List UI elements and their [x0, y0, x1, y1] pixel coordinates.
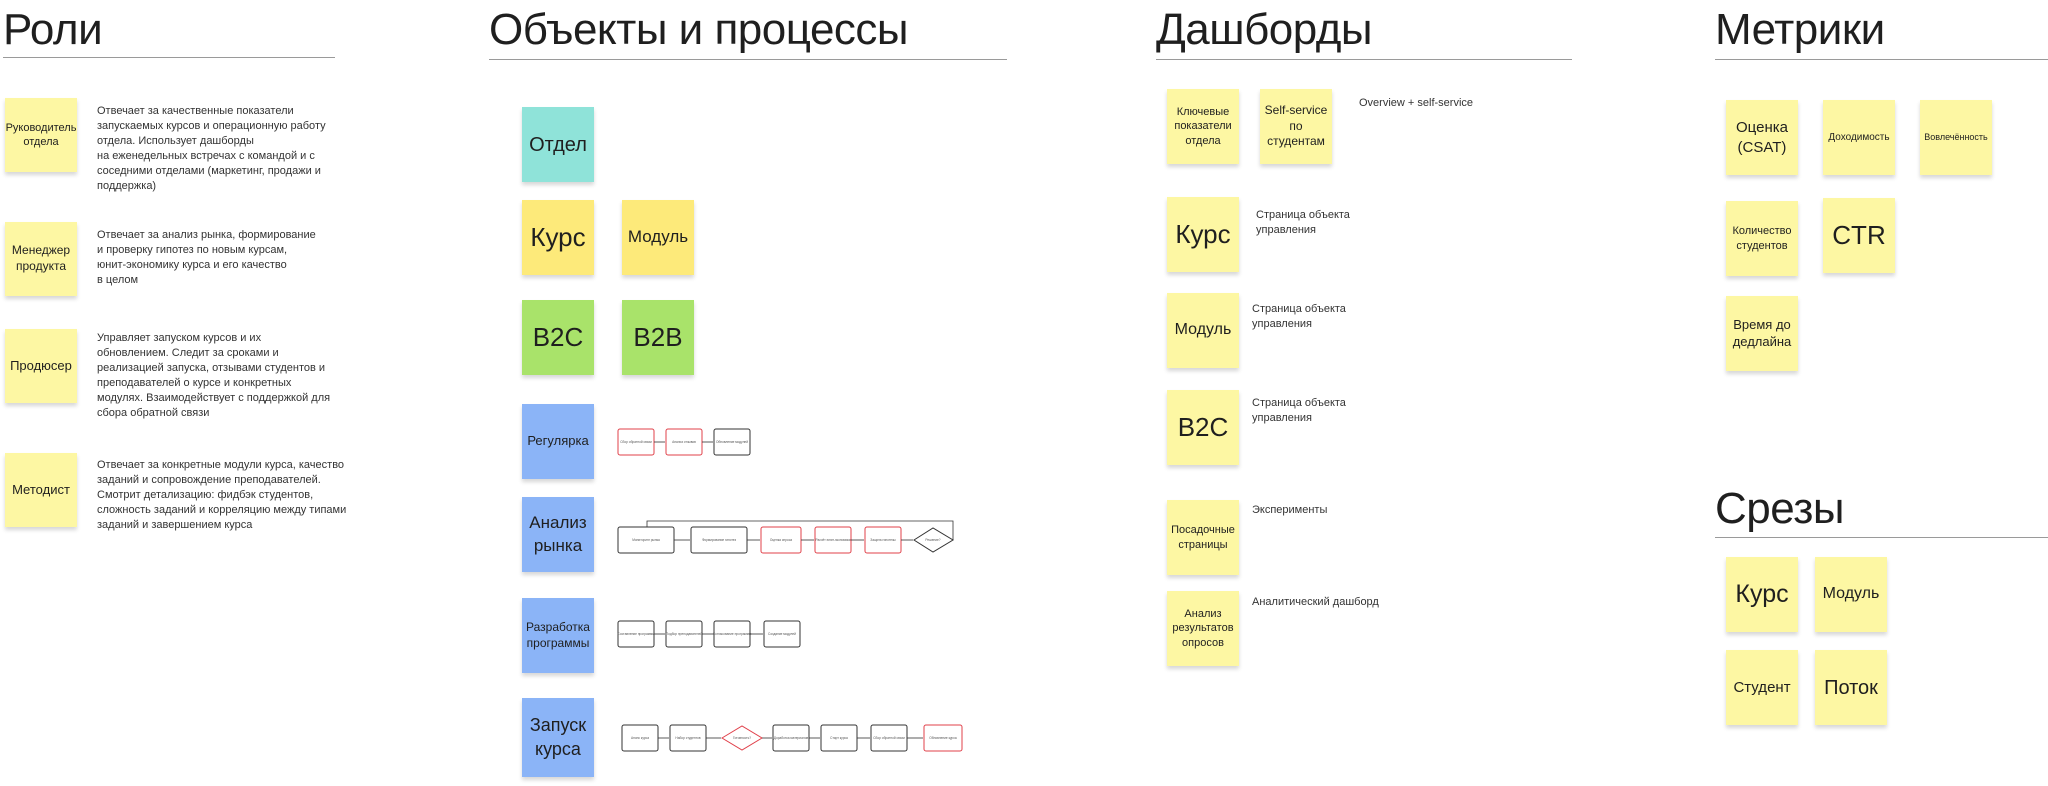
flow-loop-arrow [646, 520, 954, 540]
slice-student[interactable]: Студент [1726, 650, 1798, 725]
svg-text:Сбор обратной связи: Сбор обратной связи [873, 736, 905, 740]
role-desc-methodist: Отвечает за конкретные модули курса, кач… [97, 459, 347, 531]
dashboard-key-metrics[interactable]: Ключевые показатели отдела [1167, 89, 1239, 164]
dashboard-b2c-note: Страница объекта управления [1252, 397, 1346, 424]
flow-step: Составление программы [617, 620, 656, 648]
object-b2c[interactable]: B2C [522, 300, 594, 375]
flow-step: Подбор преподавателей [665, 620, 703, 648]
role-sticky-producer[interactable]: Продюсер [5, 329, 77, 403]
slice-stream[interactable]: Поток [1815, 650, 1887, 725]
svg-text:Доработка материалов: Доработка материалов [774, 736, 809, 740]
svg-text:Создание модулей: Создание модулей [768, 632, 796, 636]
process-course-launch-flow: Анонс курса Набор студентов Готовность? … [621, 724, 963, 752]
metric-time-to-deadline[interactable]: Время до дедлайна [1726, 296, 1798, 371]
dashboard-landing-pages[interactable]: Посадочные страницы [1167, 500, 1239, 575]
flow-step: Анализ отзывов [665, 428, 703, 456]
flow-step: Создание модулей [763, 620, 801, 648]
svg-text:Старт курса: Старт курса [830, 736, 848, 740]
role-sticky-pm[interactable]: Менеджер продукта [5, 222, 77, 296]
svg-text:Готовность?: Готовность? [733, 736, 751, 740]
process-market-analysis[interactable]: Анализ рынка [522, 497, 594, 572]
process-program-development[interactable]: Разработка программы [522, 598, 594, 673]
svg-text:Обновление курса: Обновление курса [929, 736, 957, 740]
process-course-launch[interactable]: Запуск курса [522, 698, 594, 777]
svg-text:Анонс курса: Анонс курса [631, 736, 649, 740]
roles-title: Роли [3, 5, 103, 54]
flow-step: Защита гипотезы [864, 526, 902, 554]
flow-step: Обновление модулей [713, 428, 751, 456]
flow-step: Анонс курса [621, 724, 659, 752]
svg-text:Защита гипотезы: Защита гипотезы [870, 538, 896, 542]
process-market-analysis-flow: Мониторинг рынка Формирование гипотез Оц… [617, 520, 954, 554]
dashboard-course-note: Страница объекта управления [1256, 209, 1350, 236]
dashboard-landing-pages-note: Эксперименты [1252, 504, 1328, 516]
dashboard-student-self-service[interactable]: Self-service по студентам [1260, 89, 1332, 164]
metric-engagement[interactable]: Вовлечённость [1920, 100, 1992, 175]
metric-completion[interactable]: Доходимость [1823, 100, 1895, 175]
svg-text:Решение?: Решение? [925, 538, 940, 542]
svg-text:Формирование гипотез: Формирование гипотез [702, 538, 737, 542]
svg-text:Набор студентов: Набор студентов [675, 736, 700, 740]
dashboard-survey-analysis[interactable]: Анализ результатов опросов [1167, 591, 1239, 666]
role-desc-producer: Управляет запуском курсов и их обновлени… [97, 332, 331, 419]
process-program-development-flow: Составление программы Подбор преподавате… [617, 620, 801, 648]
dashboard-survey-analysis-note: Аналитический дашборд [1252, 596, 1379, 608]
svg-text:Расчёт юнит-экономики: Расчёт юнит-экономики [815, 538, 850, 542]
svg-text:Подбор преподавателей: Подбор преподавателей [666, 632, 703, 636]
slice-module[interactable]: Модуль [1815, 557, 1887, 632]
dashboard-top-note: Overview + self-service [1359, 97, 1474, 109]
object-department[interactable]: Отдел [522, 107, 594, 182]
flow-step: Сбор обратной связи [617, 428, 655, 456]
svg-text:Сбор обратной связи: Сбор обратной связи [620, 440, 652, 444]
role-desc-head: Отвечает за качественные показатели запу… [97, 105, 326, 192]
flow-step: Старт курса [820, 724, 858, 752]
dashboards-title: Дашборды [1156, 5, 1373, 54]
slice-course[interactable]: Курс [1726, 557, 1798, 632]
dashboards-divider [1156, 59, 1572, 60]
role-sticky-head[interactable]: Руководитель отдела [5, 98, 77, 172]
flow-decision: Готовность? [721, 725, 763, 751]
flow-step: Набор студентов [669, 724, 707, 752]
slices-title: Срезы [1715, 484, 1845, 533]
svg-text:Составление программы: Составление программы [618, 632, 656, 636]
flow-step: Согласование программы [713, 620, 752, 648]
flow-step: Доработка материалов [772, 724, 810, 752]
metric-students-count[interactable]: Количество студентов [1726, 201, 1798, 276]
object-module[interactable]: Модуль [622, 200, 694, 275]
flow-step: Обновление курса [923, 724, 963, 752]
object-b2b[interactable]: B2B [622, 300, 694, 375]
dashboard-module[interactable]: Модуль [1167, 293, 1239, 368]
metrics-divider [1715, 59, 2048, 60]
roles-divider [3, 57, 335, 58]
svg-text:Анализ отзывов: Анализ отзывов [672, 440, 696, 444]
objects-title: Объекты и процессы [489, 5, 909, 54]
flow-decision: Решение? [913, 527, 954, 553]
object-course[interactable]: Курс [522, 200, 594, 275]
dashboard-b2c[interactable]: B2C [1167, 390, 1239, 465]
svg-text:Оценка спроса: Оценка спроса [770, 538, 792, 542]
objects-divider [489, 59, 1007, 60]
role-sticky-methodist[interactable]: Методист [5, 453, 77, 527]
svg-text:Мониторинг рынка: Мониторинг рынка [632, 538, 660, 542]
flow-step: Мониторинг рынка [617, 526, 675, 554]
dashboard-course[interactable]: Курс [1167, 197, 1239, 272]
svg-text:Согласование программы: Согласование программы [713, 632, 752, 636]
metric-csat[interactable]: Оценка (CSAT) [1726, 100, 1798, 175]
metrics-title: Метрики [1715, 5, 1885, 54]
slices-divider [1715, 537, 2048, 538]
flow-step: Расчёт юнит-экономики [814, 526, 852, 554]
flow-step: Оценка спроса [760, 526, 802, 554]
process-routine-flow: Сбор обратной связи Анализ отзывов Обнов… [617, 428, 751, 456]
process-routine[interactable]: Регулярка [522, 404, 594, 479]
metric-ctr[interactable]: CTR [1823, 198, 1895, 273]
flow-step: Сбор обратной связи [870, 724, 908, 752]
dashboard-module-note: Страница объекта управления [1252, 303, 1346, 330]
flow-step: Формирование гипотез [690, 526, 748, 554]
role-desc-pm: Отвечает за анализ рынка, формирование и… [97, 229, 316, 286]
svg-text:Обновление модулей: Обновление модулей [716, 440, 748, 444]
